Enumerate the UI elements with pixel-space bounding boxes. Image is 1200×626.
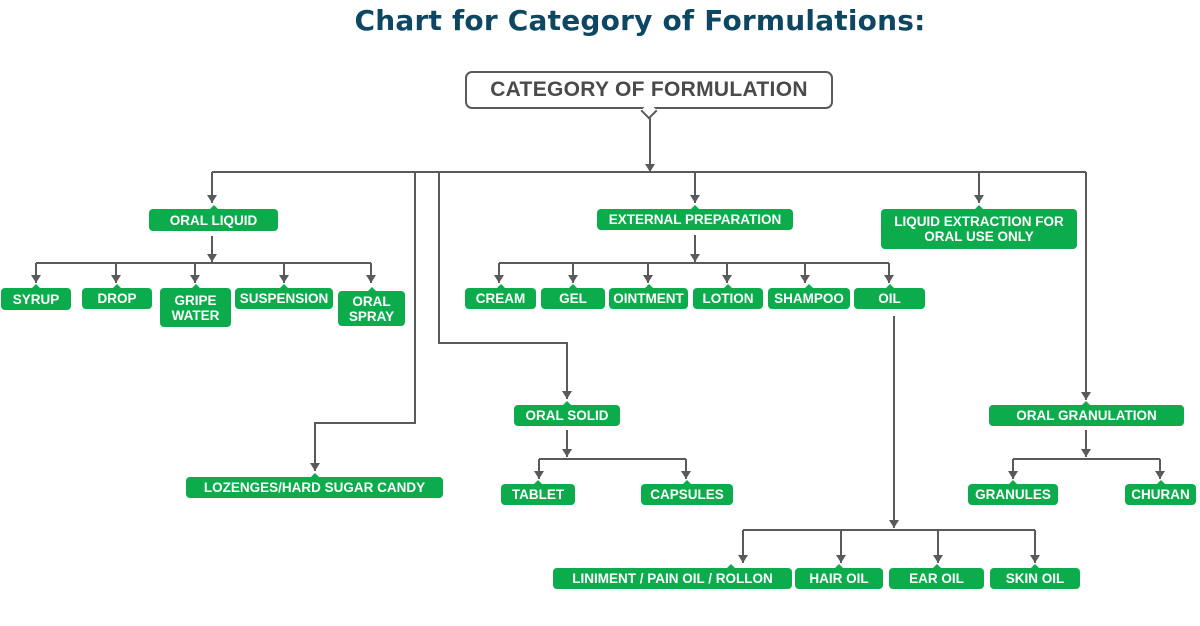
node-gripe-water: GRIPE WATER	[160, 284, 231, 327]
arrowhead-icon	[836, 555, 846, 563]
arrowhead-icon	[690, 195, 700, 203]
arrowhead-icon	[800, 275, 810, 283]
node-ointment: OINTMENT	[609, 284, 688, 309]
arrowhead-icon	[1008, 471, 1018, 479]
arrowhead-icon	[31, 275, 41, 283]
arrowhead-icon	[562, 391, 572, 399]
arrowhead-icon	[884, 275, 894, 283]
arrowhead-icon	[310, 463, 320, 471]
node-churan: CHURAN	[1125, 480, 1196, 505]
arrowhead-icon	[1081, 392, 1091, 400]
node-lozenges-hard-sugar-candy: LOZENGES/HARD SUGAR CANDY	[186, 473, 443, 498]
arrowhead-icon	[722, 275, 732, 283]
arrowhead-icon	[738, 555, 748, 563]
arrowhead-icon	[643, 275, 653, 283]
arrowhead-icon	[494, 275, 504, 283]
node-ear-oil: EAR OIL	[889, 564, 984, 589]
node-shampoo: SHAMPOO	[768, 284, 850, 309]
node-lotion: LOTION	[693, 284, 763, 309]
node-oral-liquid: ORAL LIQUID	[149, 205, 278, 231]
node-liniment-pain-oil-rollon: LINIMENT / PAIN OIL / ROLLON	[553, 564, 792, 589]
arrowhead-icon	[190, 275, 200, 283]
connector-oral-solid	[438, 172, 568, 399]
arrowhead-icon	[568, 275, 578, 283]
node-liquid-extraction-for-oral-use-only: LIQUID EXTRACTION FOR ORAL USE ONLY	[881, 205, 1077, 249]
arrowhead-icon	[534, 471, 544, 479]
node-suspension: SUSPENSION	[235, 284, 333, 309]
arrowhead-icon	[207, 254, 217, 262]
arrowhead-icon	[207, 195, 217, 203]
arrowhead-icon	[690, 254, 700, 262]
root-node-category-of-formulation: CATEGORY OF FORMULATION	[465, 71, 833, 109]
arrowhead-icon	[1155, 471, 1165, 479]
node-oral-granulation: ORAL GRANULATION	[989, 401, 1184, 426]
arrowhead-icon	[974, 195, 984, 203]
node-external-preparation: EXTERNAL PREPARATION	[597, 205, 793, 230]
node-tablet: TABLET	[501, 480, 575, 505]
arrowhead-icon	[562, 449, 572, 457]
arrowhead-icon	[279, 275, 289, 283]
arrowhead-icon	[645, 164, 655, 172]
node-gel: GEL	[541, 284, 605, 309]
arrowhead-icon	[111, 275, 121, 283]
node-hair-oil: HAIR OIL	[795, 564, 883, 589]
node-oral-solid: ORAL SOLID	[514, 401, 620, 426]
node-syrup: SYRUP	[1, 284, 71, 310]
arrowhead-icon	[1030, 555, 1040, 563]
arrowhead-icon	[889, 520, 899, 528]
node-drop: DROP	[82, 284, 152, 309]
arrowhead-icon	[933, 555, 943, 563]
page-title: Chart for Category of Formulations:	[354, 4, 926, 37]
node-skin-oil: SKIN OIL	[990, 564, 1080, 589]
node-cream: CREAM	[465, 284, 536, 309]
node-oil: OIL	[854, 284, 925, 309]
connector-lozenges	[314, 172, 416, 471]
arrowhead-icon	[1081, 449, 1091, 457]
node-capsules: CAPSULES	[641, 480, 733, 505]
node-granules: GRANULES	[968, 480, 1058, 505]
node-oral-spray: ORAL SPRAY	[338, 287, 405, 326]
arrowhead-icon	[681, 471, 691, 479]
arrowhead-icon	[366, 275, 376, 283]
